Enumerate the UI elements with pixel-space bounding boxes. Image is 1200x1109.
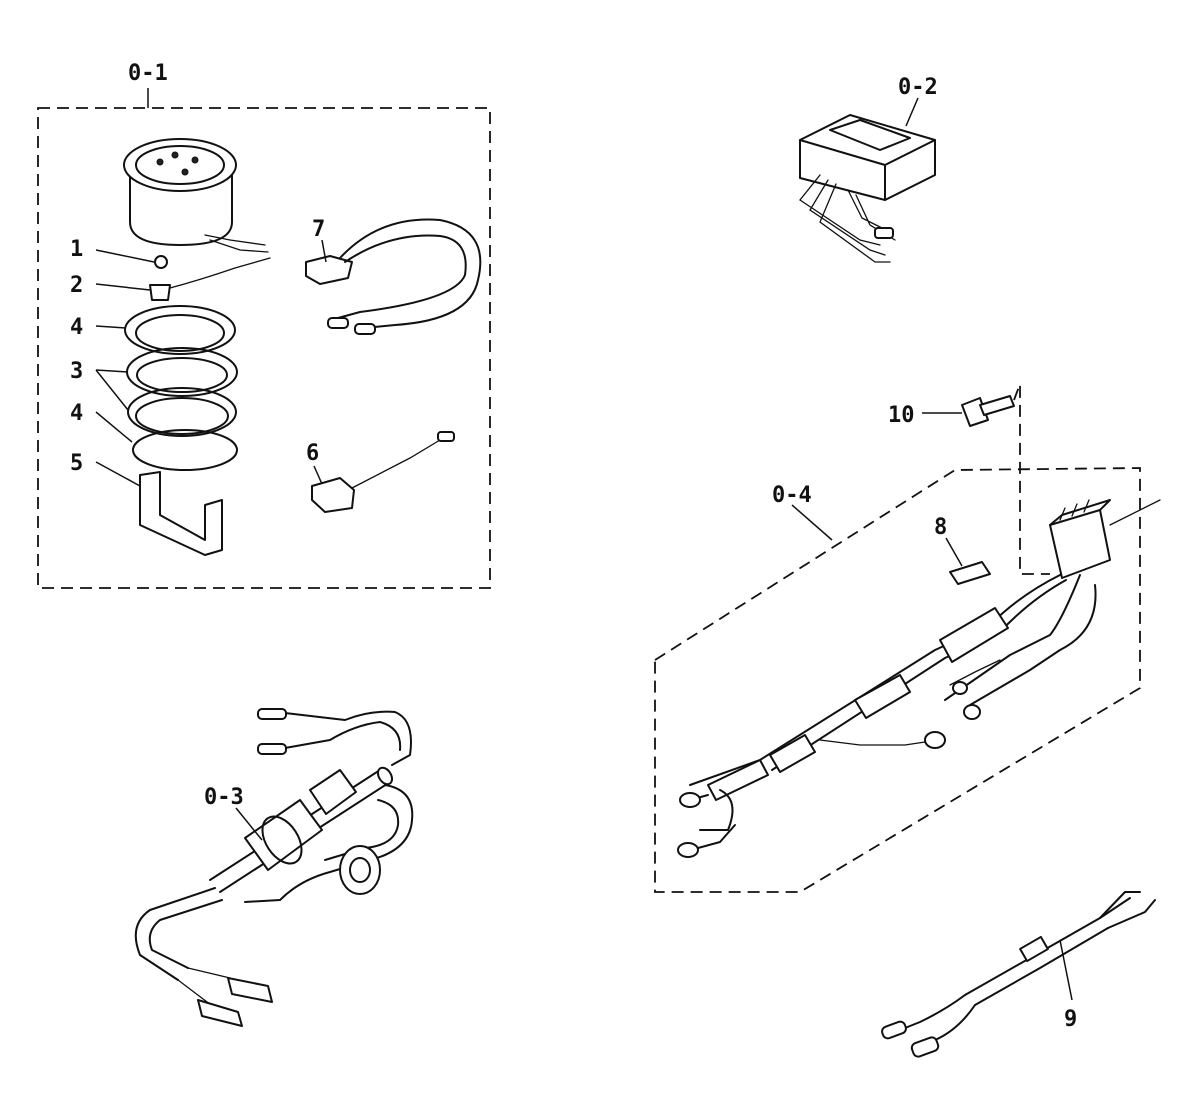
callout-4-upper: 4 [70,315,83,340]
kit-0-2-group: 0-2 [799,75,938,263]
kit-0-3-group: 0-3 [134,708,414,1027]
callout-7: 7 [312,217,325,242]
leader-1 [95,249,155,263]
callout-1: 1 [70,237,83,262]
callout-3: 3 [70,359,83,384]
bolt-10 [961,383,1050,575]
harness-0-4 [677,574,1097,858]
bulb-socket [149,284,171,301]
socket-wire [169,257,271,289]
leader-9 [1059,939,1073,1001]
callout-4-lower: 4 [70,401,83,426]
callout-0-2: 0-2 [898,75,938,100]
rectifier [1049,499,1161,579]
leader-5 [95,461,141,487]
leader-8 [945,537,963,567]
harness-7 [305,218,482,335]
leader-4-lower [95,411,133,443]
callout-9: 9 [1064,1007,1077,1032]
gauge-meter [123,138,269,253]
kit-0-4-group: 0-4 [654,467,1161,893]
callout-5: 5 [70,451,83,476]
callout-0-3: 0-3 [204,785,244,810]
mounting-rings [124,305,238,471]
leader-3b [95,369,129,411]
leader-6 [313,465,323,485]
kit-0-1-group: 0-1 1 2 4 3 4 5 7 6 [37,61,491,589]
module-0-2 [799,114,936,263]
leader-7 [321,239,327,263]
sender-6 [311,431,455,513]
callout-0-1: 0-1 [128,61,168,86]
callout-10: 10 [888,403,915,428]
cable-9 [881,891,1156,1058]
callout-6: 6 [306,441,319,466]
grommet-8 [949,561,991,585]
kit-0-1-boundary [37,107,491,589]
leader-0-4 [791,504,833,541]
leader-3a [95,369,129,373]
leader-0-3 [235,807,263,841]
callout-0-4: 0-4 [772,483,812,508]
bulb [154,255,168,269]
kit-0-4-boundary [654,467,1141,893]
callout-8: 8 [934,515,947,540]
harness-0-3 [134,708,414,1027]
leader-2 [95,283,151,291]
mounting-bracket [139,471,223,556]
leader-0-2 [905,97,919,127]
callout-2: 2 [70,273,83,298]
leader-4-upper [95,325,127,329]
